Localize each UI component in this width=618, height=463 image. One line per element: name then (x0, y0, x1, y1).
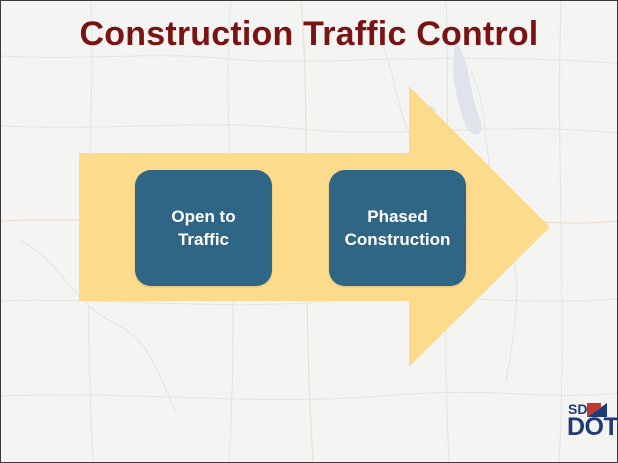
step-phased-construction: Phased Construction (329, 170, 466, 286)
logo-sd-text: SD (568, 401, 588, 417)
step-open-to-traffic: Open to Traffic (135, 170, 272, 286)
logo-flag-icon (587, 403, 607, 417)
step-1-line-2: Traffic (177, 230, 230, 249)
step-2-line-2: Construction (344, 230, 451, 249)
step-2-line-1: Phased (367, 207, 428, 226)
logo-dot-text: DOT (567, 413, 618, 441)
slide-title: Construction Traffic Control (79, 15, 539, 53)
arrow-shape (79, 86, 550, 367)
sd-dot-logo: SD DOT (567, 401, 617, 451)
step-1-line-1: Open to (171, 207, 236, 226)
